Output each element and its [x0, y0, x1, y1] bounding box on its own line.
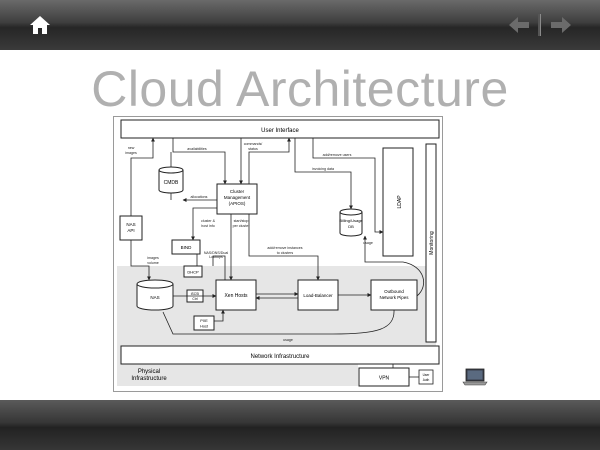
laptop-icon	[462, 368, 488, 386]
svg-text:Network Pipes: Network Pipes	[379, 295, 409, 300]
svg-text:Load-Balancer: Load-Balancer	[303, 293, 333, 298]
svg-text:Physical: Physical	[138, 369, 160, 375]
home-button[interactable]	[27, 13, 53, 37]
svg-text:invoicing data: invoicing data	[312, 167, 334, 171]
vpn-box: VPN	[358, 367, 410, 387]
svg-text:start/stop: start/stop	[234, 219, 249, 223]
top-toolbar	[0, 0, 600, 50]
svg-text:Lookups: Lookups	[209, 255, 223, 259]
svg-text:images: images	[147, 256, 159, 260]
svg-text:Infrastructure: Infrastructure	[131, 376, 167, 382]
slide-navigation	[502, 11, 582, 39]
user-auth-label-box: User Auth	[418, 369, 434, 385]
pxe-host-box: PXE Host	[193, 315, 215, 331]
cluster-management-box: Cluster Management (APIOS)	[216, 183, 258, 215]
svg-text:Network Infrastructure: Network Infrastructure	[250, 354, 310, 360]
svg-text:User Interface: User Interface	[261, 128, 299, 134]
svg-text:images: images	[125, 151, 137, 155]
dhcp-box: DHCP	[183, 265, 203, 278]
svg-text:LDAP: LDAP	[397, 195, 403, 209]
monitoring-bar: Monitoring	[425, 143, 437, 343]
svg-text:usage: usage	[283, 338, 293, 342]
network-infrastructure-box: Network Infrastructure	[120, 345, 440, 365]
arrow-right-icon	[551, 17, 571, 33]
bind-box: BIND	[171, 239, 201, 255]
svg-text:Monitoring: Monitoring	[429, 231, 435, 255]
svg-text:PXE: PXE	[200, 319, 208, 323]
next-slide-button[interactable]	[548, 13, 574, 37]
svg-text:BIND: BIND	[181, 245, 193, 250]
svg-text:iSCSI: iSCSI	[191, 292, 200, 296]
svg-text:Host: Host	[200, 325, 209, 329]
nas-api-box: NAS API	[119, 215, 143, 241]
previous-slide-button[interactable]	[506, 13, 532, 37]
svg-text:CMDB: CMDB	[164, 180, 179, 186]
svg-text:Auth: Auth	[423, 378, 430, 382]
slide-title: Cloud Architecture	[91, 61, 509, 117]
ldap-box: LDAP	[382, 147, 414, 257]
nas-cylinder: NAS	[136, 279, 174, 311]
physical-region-lower	[117, 364, 358, 386]
svg-text:cluster &: cluster &	[201, 219, 216, 223]
slide-canvas: Cloud Architecture User Interface Monito…	[0, 50, 600, 400]
svg-text:add/remove users: add/remove users	[323, 153, 352, 157]
user-interface-box: User Interface	[120, 119, 440, 139]
svg-text:Billing/Usage: Billing/Usage	[339, 218, 363, 223]
svg-text:User: User	[423, 373, 431, 377]
nav-divider	[538, 14, 541, 36]
svg-text:Cluster: Cluster	[230, 189, 245, 194]
svg-text:(APIOS): (APIOS)	[229, 201, 246, 206]
svg-text:Ctrl: Ctrl	[192, 297, 197, 301]
physical-infrastructure-label: Physical Infrastructure	[131, 369, 167, 382]
cmdb-cylinder: CMDB	[158, 166, 184, 194]
svg-text:allocations: allocations	[191, 195, 208, 199]
load-balancer-box: Load-Balancer	[297, 279, 339, 311]
svg-text:host info: host info	[201, 224, 215, 228]
svg-text:NAS: NAS	[126, 222, 135, 227]
svg-text:Management: Management	[224, 195, 251, 200]
svg-text:commands/: commands/	[244, 142, 263, 146]
svg-text:new: new	[128, 146, 135, 150]
svg-text:Xen Hosts: Xen Hosts	[224, 293, 248, 299]
architecture-diagram: User Interface Monitoring LDAP CMDB Clus…	[113, 116, 443, 392]
svg-text:to clusters: to clusters	[277, 251, 294, 255]
home-icon	[30, 16, 50, 34]
connectors	[130, 137, 425, 378]
svg-text:NAS: NAS	[150, 295, 159, 300]
svg-text:usage: usage	[363, 241, 373, 245]
svg-text:DHCP: DHCP	[187, 270, 199, 275]
arrow-left-icon	[509, 17, 529, 33]
svg-text:volume: volume	[147, 261, 159, 265]
svg-text:API: API	[127, 228, 134, 233]
svg-text:NAS/DNS/Dual: NAS/DNS/Dual	[204, 251, 229, 255]
svg-text:VPN: VPN	[379, 376, 390, 382]
svg-text:per cluster: per cluster	[233, 224, 251, 228]
svg-text:status: status	[248, 147, 258, 151]
bottom-toolbar	[0, 400, 600, 450]
connector-labels: new images availabilities commands/ stat…	[125, 142, 373, 342]
svg-text:Outbound: Outbound	[384, 289, 404, 294]
billing-usage-db-cylinder: Billing/Usage DB	[339, 208, 363, 237]
svg-text:add/remove instances: add/remove instances	[267, 246, 302, 250]
outbound-network-pipes-box: Outbound Network Pipes	[370, 279, 418, 311]
xen-hosts-box: Xen Hosts	[215, 279, 257, 311]
svg-text:availabilities: availabilities	[187, 147, 207, 151]
svg-text:DB: DB	[348, 224, 354, 229]
